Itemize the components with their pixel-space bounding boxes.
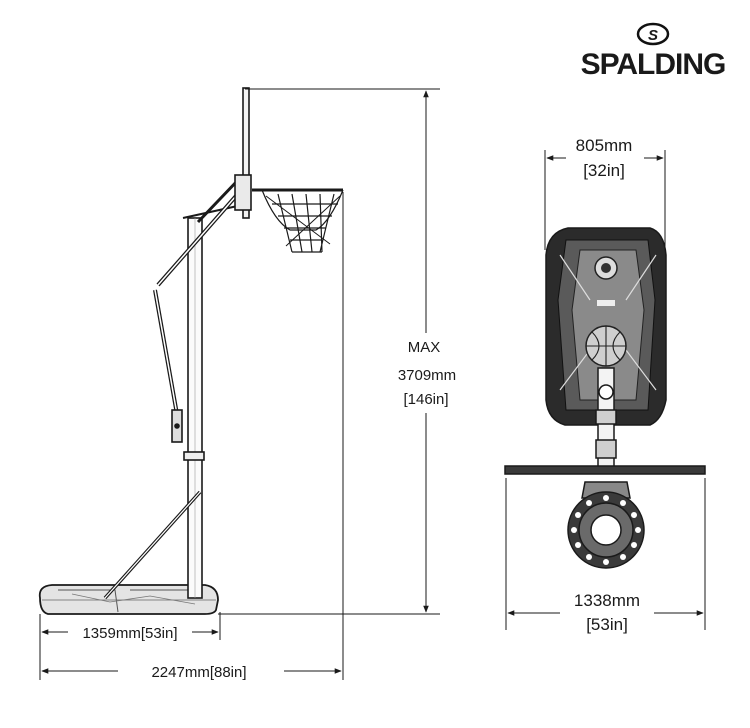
wheel-base-rear: [567, 481, 645, 569]
spalding-logo: S SPALDING: [581, 22, 726, 81]
height-adjust-strut: [153, 289, 183, 443]
backboard-side: [234, 87, 252, 219]
overall-depth-label: 2247mm[88in]: [151, 664, 246, 681]
portable-base: [38, 584, 219, 615]
spalding-emblem-icon: S: [636, 22, 670, 46]
height-max-label: MAX: [408, 339, 441, 356]
backboard-width-mm-label: 805mm: [576, 136, 633, 155]
side-view: [38, 87, 344, 615]
height-in-label: [146in]: [403, 391, 448, 408]
brand-name: SPALDING: [581, 48, 726, 81]
pole-rear: [595, 367, 617, 469]
rear-view: [504, 227, 706, 569]
svg-text:S: S: [648, 27, 658, 44]
base-width-in-label: [53in]: [586, 615, 628, 634]
base-crossbar: [504, 465, 706, 475]
backboard-rear: [545, 227, 667, 426]
rim-and-net: [252, 188, 344, 253]
pole: [183, 217, 205, 599]
base-width-mm-label: 1338mm: [574, 591, 640, 610]
backboard-width-in-label: [32in]: [583, 161, 625, 180]
base-depth-label: 1359mm[53in]: [82, 625, 177, 642]
height-mm-label: 3709mm: [398, 367, 456, 384]
